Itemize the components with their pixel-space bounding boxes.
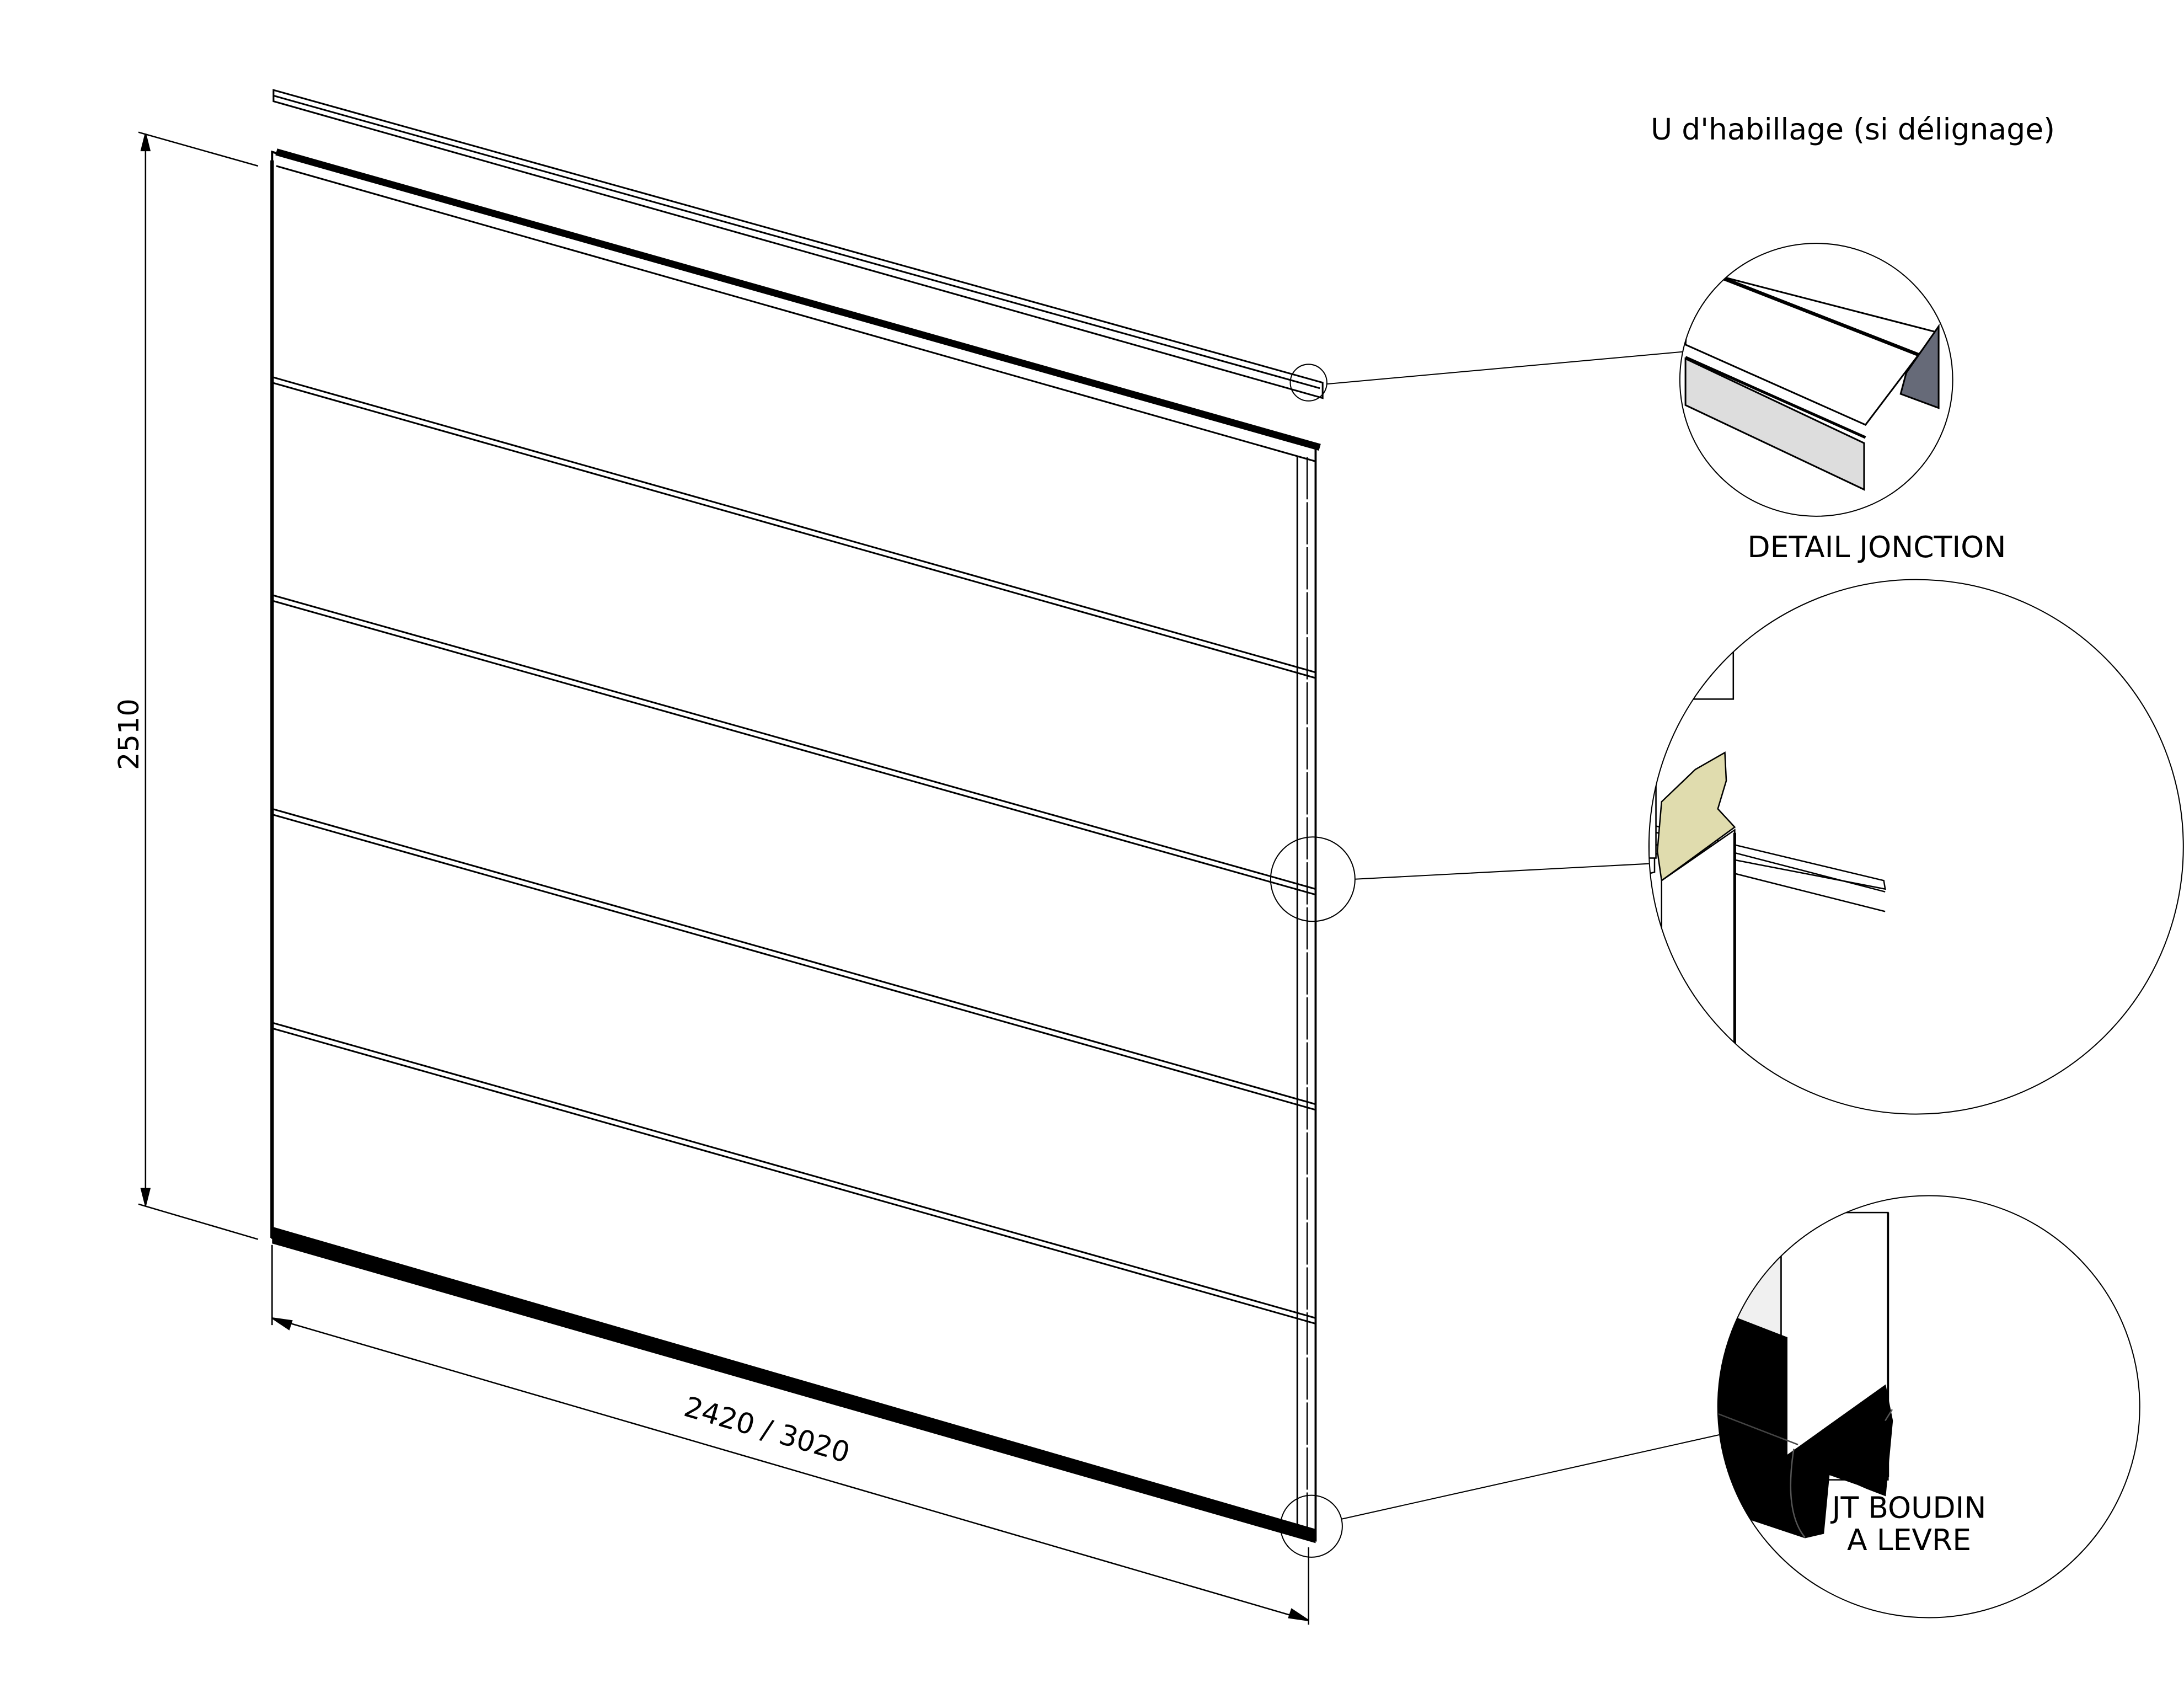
seam-1 [271,376,1316,679]
callouts [1270,351,1720,1558]
joint-label: DETAIL JONCTION [1747,530,2006,564]
seam-2 [271,594,1316,896]
u-trim-label: U d'habillage (si délignage) [1651,111,2055,146]
width-dimension [271,1244,1309,1625]
u-trim-strip [272,89,1324,399]
height-dimension [138,131,259,1240]
seal-label-line1: JT BOUDIN [1830,1490,1987,1525]
seam-4 [271,1022,1316,1325]
height-label: 2510 [113,698,146,770]
bottom-seal [272,1226,1316,1543]
panel-seams [271,376,1316,1325]
joint-detail [1648,579,2184,1115]
seal-label-line2: A LEVRE [1847,1523,1971,1557]
seam-3 [271,808,1316,1111]
u-trim-detail [1679,243,1953,517]
seal-detail: JT BOUDIN A LEVRE [1717,1195,2140,1618]
